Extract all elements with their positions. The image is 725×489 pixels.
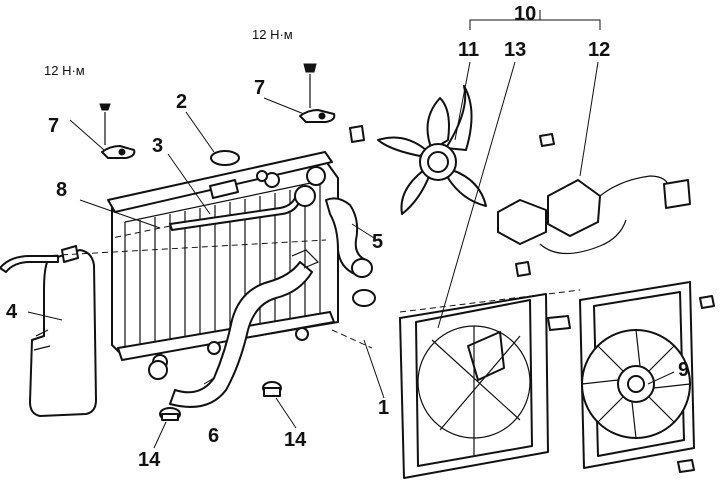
callout-12: 12 [588,39,611,61]
callout-14-right: 14 [284,429,307,451]
fan-motor [497,133,691,277]
callout-6: 6 [208,425,220,447]
callout-7-left: 7 [48,115,60,137]
condenser-fan [579,281,715,473]
upper-small-hose [169,170,316,231]
hose-clamp [148,360,168,380]
fan-blade [349,85,487,215]
callout-5: 5 [372,231,384,253]
callout-3: 3 [152,135,164,157]
mount-left [159,407,181,421]
callout-4: 4 [6,301,18,323]
reservoir-tank [0,245,97,417]
callout-10: 10 [514,3,537,25]
bracket-left [99,103,136,159]
torque-label-right: 12 Н·м [252,27,293,42]
bracket-right [299,63,336,123]
radiator [107,151,339,370]
callout-8: 8 [56,179,68,201]
callout-7-right: 7 [254,77,266,99]
callout-1: 1 [378,397,390,419]
callout-11: 11 [458,39,480,61]
radiator-cap [210,150,240,166]
callout-2: 2 [176,91,188,113]
callout-13: 13 [504,39,527,61]
upper-hose [325,197,376,307]
callout-9: 9 [678,359,690,381]
fan-shroud-left [399,293,571,479]
torque-label-left: 12 Н·м [44,63,85,78]
lower-hose [169,249,320,408]
mount-right [262,381,282,397]
callout-14-left: 14 [138,449,161,471]
